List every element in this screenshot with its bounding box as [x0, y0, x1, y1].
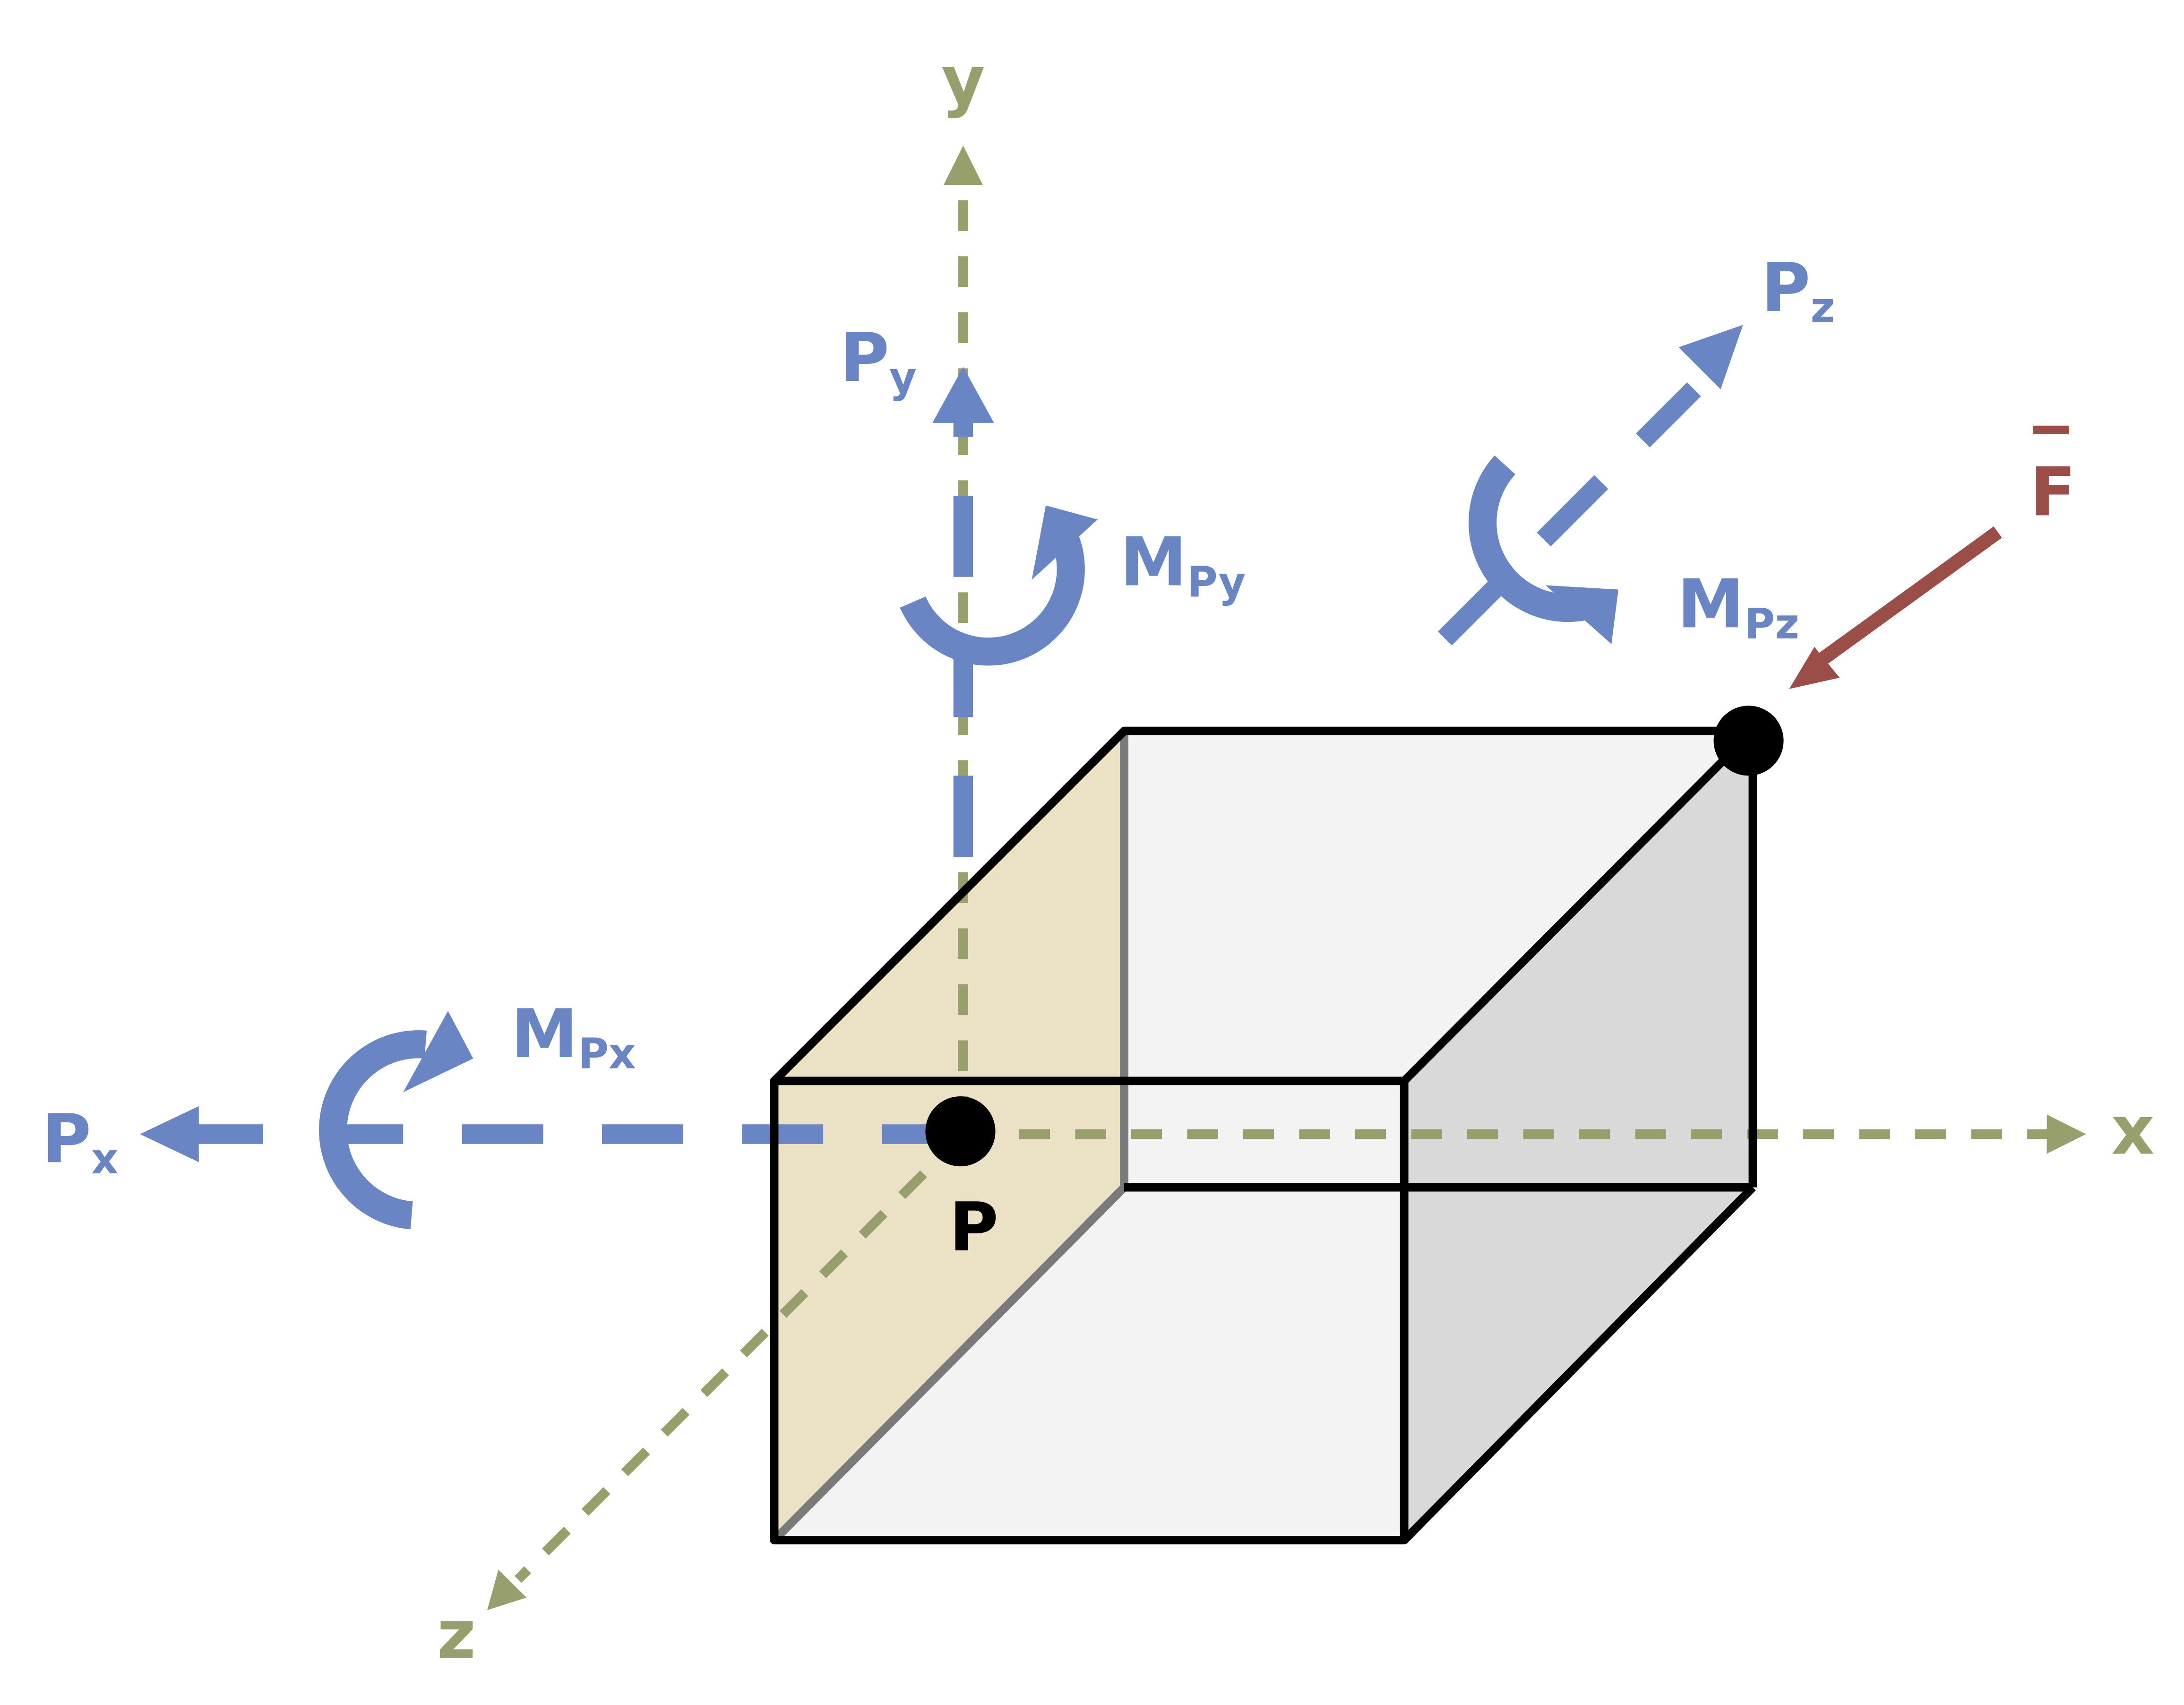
moment-arrowheads	[403, 505, 1619, 1093]
mpx-arc	[318, 1030, 427, 1230]
pz-line	[1437, 382, 1701, 646]
pz-arrow-icon	[1678, 325, 1743, 389]
mpz-label: MPz	[1677, 565, 1799, 648]
box-edges-visible	[770, 726, 1757, 1545]
y-axis-label: y	[941, 41, 985, 120]
mpx-label: MPx	[511, 995, 636, 1078]
x-axis-arrow-icon	[2046, 1114, 2086, 1154]
axis-arrowheads	[487, 146, 2086, 1610]
force-label: F	[2030, 453, 2076, 531]
point-p-marker	[925, 1096, 996, 1167]
mpy-arrow-icon	[1032, 505, 1098, 580]
force-arrow-icon	[1789, 646, 1840, 689]
px-label: Px	[42, 1100, 119, 1183]
force-arrow-line	[1815, 526, 2002, 667]
pz-label: Pz	[1761, 249, 1835, 332]
x-axis-label: x	[2111, 1091, 2155, 1170]
box-face-right	[1404, 731, 1753, 1541]
mpz-arrow-icon	[1545, 585, 1619, 645]
px-arrow-icon	[140, 1106, 199, 1162]
y-axis-arrow-icon	[943, 146, 983, 185]
z-axis-arrow-icon	[487, 1569, 527, 1610]
box	[774, 731, 1753, 1541]
mpx-arrow-icon	[403, 1011, 473, 1093]
reaction-arrowheads	[140, 325, 1743, 1162]
moment-arrows	[318, 455, 1588, 1230]
z-axis-label: z	[437, 1595, 476, 1674]
force-application-point	[1713, 706, 1784, 776]
axis-labels: y x z	[437, 41, 2154, 1674]
reaction-labels: Px Py Pz MPx MPy MPz	[42, 249, 1835, 1183]
mpy-arc	[900, 531, 1085, 666]
z-axis-line	[514, 1130, 967, 1583]
box-edges-hidden	[771, 731, 1129, 1543]
mpz-arc	[1468, 455, 1588, 622]
point-p-label: P	[949, 1188, 998, 1266]
py-arrow-icon	[932, 367, 994, 423]
py-label: Py	[840, 319, 917, 402]
mpy-label: MPy	[1120, 523, 1246, 607]
